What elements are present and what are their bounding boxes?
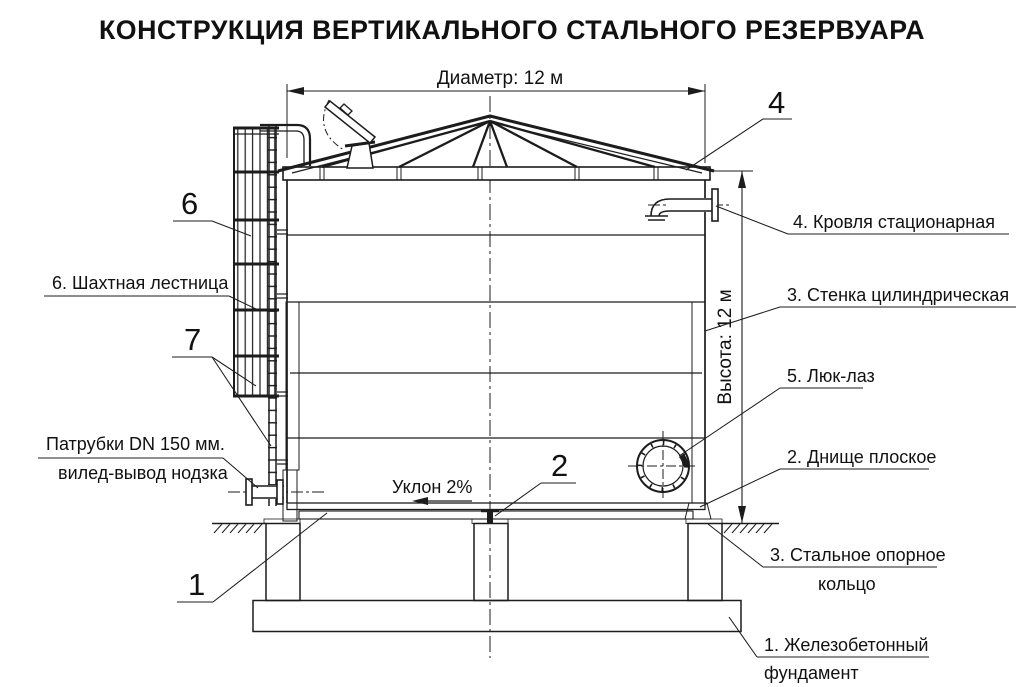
callout-4: 4 <box>768 85 785 120</box>
callout-6: 6 <box>181 186 198 221</box>
dimension-diameter: Диаметр: 12 м <box>286 68 706 163</box>
height-value: Высота: 12 м <box>715 289 736 404</box>
label-nozzles-2: вилед-вывод нодзка <box>58 463 229 483</box>
label-support-ring: 3. Стальное опорное <box>770 545 946 565</box>
label-support-ring-2: кольцо <box>818 574 876 594</box>
center-support <box>481 509 499 523</box>
callouts: 4 6 7 1 2 <box>172 85 792 603</box>
label-wall: 3. Стенка цилиндрическая <box>787 285 1009 305</box>
tank-shell <box>282 180 706 522</box>
slope-arrow <box>412 497 428 505</box>
hatch-handle <box>339 103 353 116</box>
side-nozzle <box>228 478 324 506</box>
label-foundation-2: фундамент <box>764 663 859 683</box>
roof-ribs <box>321 119 656 169</box>
label-bottom: 2. Днище плоское <box>787 447 936 467</box>
dimension-height: Высота: 12 м <box>710 170 753 523</box>
tank-bottom <box>263 502 723 524</box>
nozzle-flange <box>245 478 253 506</box>
manhole <box>628 431 698 501</box>
diameter-value: Диаметр: 12 м <box>437 68 563 89</box>
labels-left: 6. Шахтная лестница Патрубки DN 150 мм. … <box>38 273 259 489</box>
label-ladder: 6. Шахтная лестница <box>52 273 229 293</box>
callout-2: 2 <box>551 448 568 483</box>
roof-hatch <box>323 99 377 169</box>
slope-label: Уклон 2% <box>392 477 472 497</box>
ground-line <box>212 522 779 534</box>
slope-note: Уклон 2% <box>392 477 472 505</box>
nozzle-flange <box>711 188 719 222</box>
tank-roof <box>277 99 715 181</box>
labels-right: 4. Кровля стационарная 3. Стенка цилиндр… <box>678 205 1016 683</box>
roof-nozzle <box>645 188 732 222</box>
label-manhole: 5. Люк-лаз <box>787 366 875 386</box>
handrail <box>260 123 312 166</box>
label-roof: 4. Кровля стационарная <box>793 212 995 232</box>
foundation-slab <box>252 599 742 633</box>
label-nozzles: Патрубки DN 150 мм. <box>46 434 225 454</box>
label-foundation: 1. Железобетонный <box>764 635 928 655</box>
callout-1: 1 <box>188 567 205 602</box>
foundation <box>212 522 779 633</box>
callout-7: 7 <box>184 322 201 357</box>
shaft-ladder <box>233 123 312 506</box>
page-title: КОНСТРУКЦИЯ ВЕРТИКАЛЬНОГО СТАЛЬНОГО РЕЗЕ… <box>99 15 925 45</box>
nozzle-flange <box>276 479 284 505</box>
